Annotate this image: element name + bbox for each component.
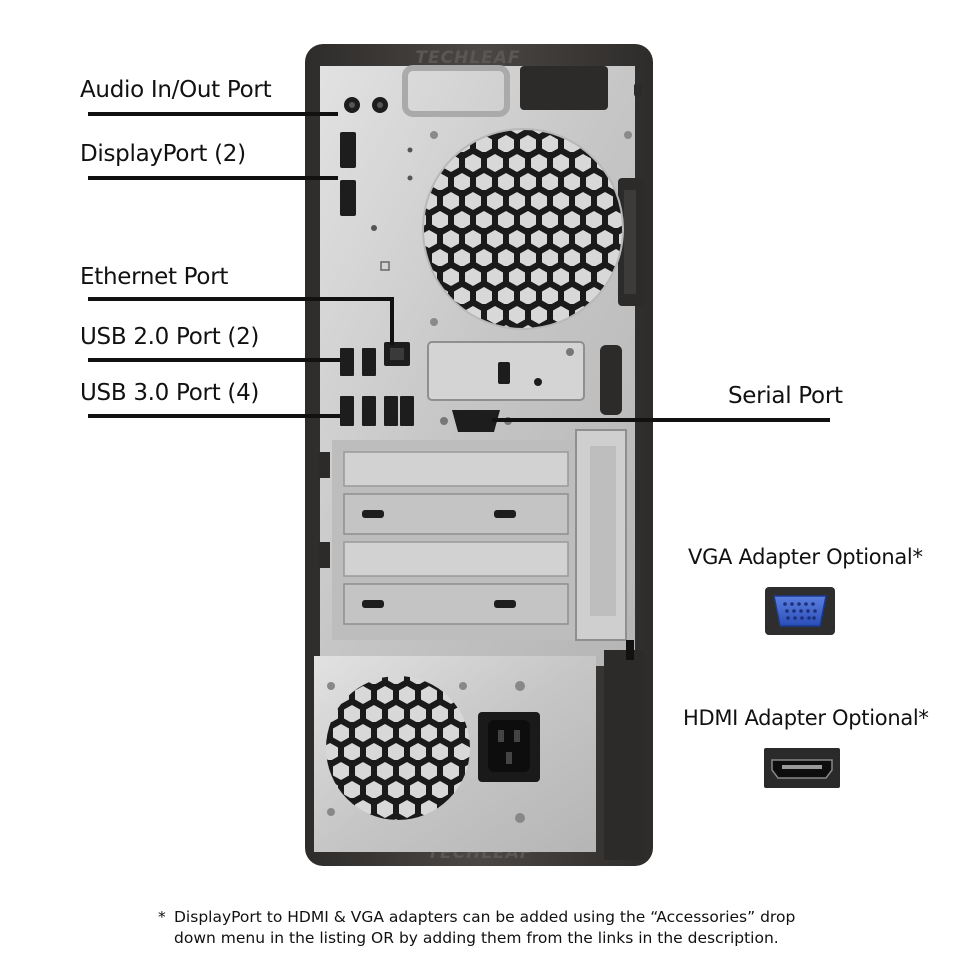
- footnote-line-2: down menu in the listing OR by adding th…: [174, 929, 779, 947]
- ethernet-leader-v: [390, 297, 394, 345]
- label-serial-port: Serial Port: [728, 383, 843, 409]
- hdmi-adapter: [764, 748, 840, 788]
- vga-adapter: [765, 587, 835, 635]
- usb2-port-1: [340, 348, 354, 376]
- usb3-port-1: [340, 396, 354, 426]
- usb3-leader: [88, 414, 340, 418]
- label-audio-port: Audio In/Out Port: [80, 77, 272, 103]
- displayport-2: [340, 180, 356, 216]
- label-usb2-port: USB 2.0 Port (2): [80, 324, 260, 350]
- ethernet-leader-h: [88, 297, 394, 301]
- usb3-port-2: [362, 396, 376, 426]
- serial-connector: [452, 410, 500, 432]
- label-displayport: DisplayPort (2): [80, 141, 246, 167]
- usb2-port-2: [362, 348, 376, 376]
- usb3-port-3: [384, 396, 398, 426]
- audio-leader: [88, 112, 338, 116]
- footnote: * DisplayPort to HDMI & VGA adapters can…: [158, 907, 795, 949]
- psu-fan: [326, 676, 470, 820]
- label-hdmi-adapter: HDMI Adapter Optional*: [683, 706, 929, 730]
- label-ethernet-port: Ethernet Port: [80, 264, 229, 290]
- label-vga-adapter: VGA Adapter Optional*: [688, 545, 923, 569]
- serial-leader: [492, 418, 830, 422]
- brand-top: TECHLEAF: [415, 48, 520, 68]
- usb2-leader: [88, 358, 340, 362]
- footnote-line-1: DisplayPort to HDMI & VGA adapters can b…: [174, 908, 796, 926]
- label-usb3-port: USB 3.0 Port (4): [80, 380, 260, 406]
- displayport-1: [340, 132, 356, 168]
- footnote-marker: *: [158, 908, 166, 926]
- displayport-leader: [88, 176, 338, 180]
- usb3-port-4: [400, 396, 414, 426]
